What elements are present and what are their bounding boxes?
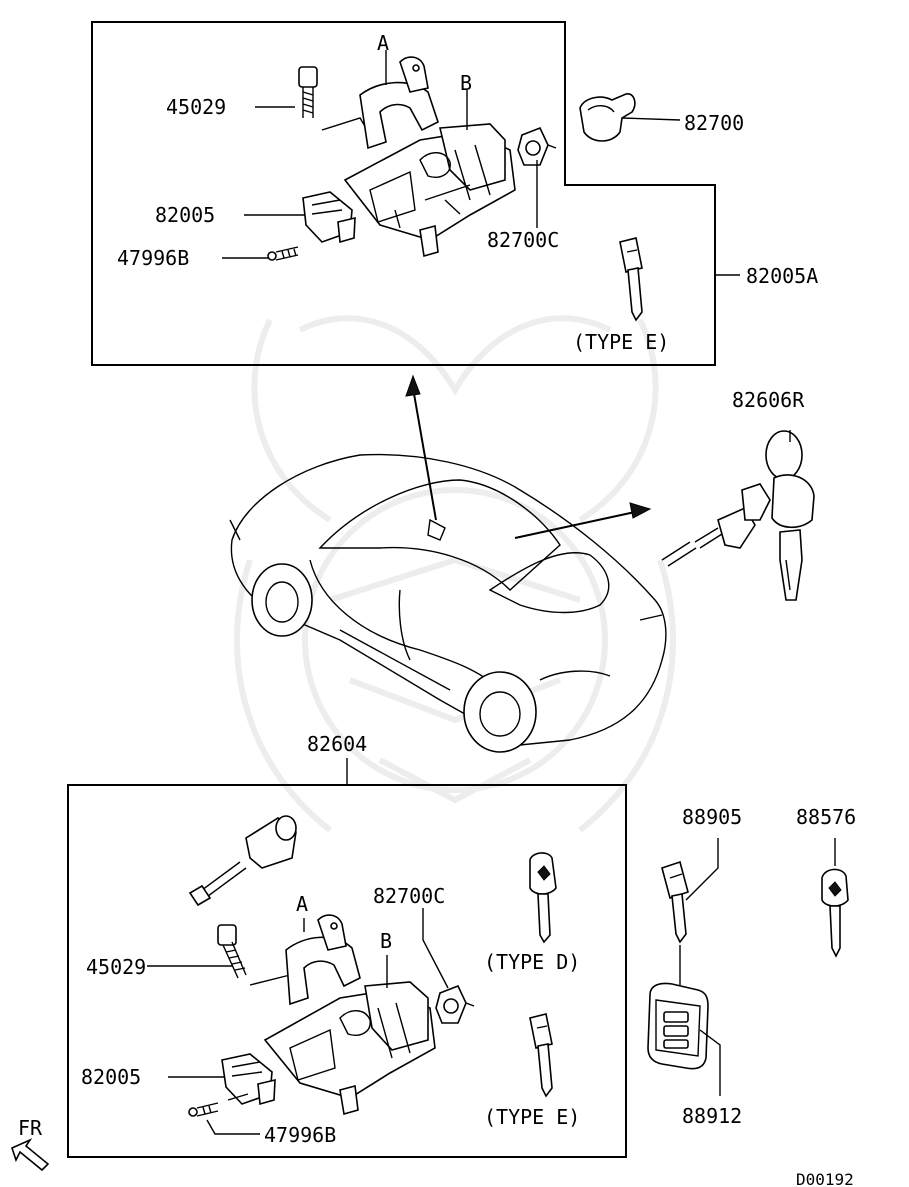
label-82700: 82700	[684, 111, 744, 135]
label-type-e-upper: (TYPE E)	[573, 330, 669, 354]
label-type-d: (TYPE D)	[484, 950, 580, 974]
smart-key-88912: 88912	[647, 982, 742, 1128]
label-45029-lower: 45029	[86, 955, 146, 979]
shear-bolt-45029-upper	[298, 66, 318, 118]
label-88912: 88912	[682, 1104, 742, 1128]
bracket-a-lower	[285, 914, 361, 1006]
label-82700c-upper: 82700C	[487, 228, 559, 252]
door-cylinder-lower	[188, 815, 297, 907]
ignition-switch-82005-upper	[302, 191, 356, 244]
label-b-upper: B	[460, 71, 472, 95]
key-88576: 88576	[796, 805, 856, 958]
screw-47996b-upper	[267, 246, 299, 261]
label-a-lower: A	[296, 892, 308, 916]
ring-82700c-upper	[517, 126, 557, 166]
watermark-emblem	[234, 315, 676, 833]
label-82700c-lower: 82700C	[373, 884, 445, 908]
label-b-lower: B	[380, 929, 392, 953]
part-82700: 82700	[579, 93, 744, 142]
arrow-to-door-lock	[514, 502, 652, 539]
label-88905: 88905	[682, 805, 742, 829]
shear-bolt-45029-lower	[217, 924, 247, 979]
label-type-e-lower: (TYPE E)	[484, 1105, 580, 1129]
key-type-e-lower	[529, 1013, 553, 1098]
label-47996b-upper: 47996B	[117, 246, 189, 270]
upper-assembly-frame	[91, 21, 716, 366]
steering-lock-body-upper	[343, 123, 516, 258]
steering-lock-body-lower	[263, 981, 436, 1116]
screw-47996b-lower	[188, 1102, 219, 1117]
label-82005-upper: 82005	[155, 203, 215, 227]
upper-assembly: 45029 A B 82005 47996B 82700C 82005A (TY…	[91, 21, 818, 366]
arrow-to-upper-assembly	[405, 374, 437, 521]
label-82604: 82604	[307, 732, 367, 756]
label-47996b-lower: 47996B	[264, 1123, 336, 1147]
door-lock-cylinder-82606r: 82606R	[661, 388, 815, 601]
label-82606r: 82606R	[732, 388, 805, 412]
label-88576: 88576	[796, 805, 856, 829]
direction-label: FR	[18, 1116, 43, 1140]
ignition-switch-82005-lower	[221, 1053, 276, 1106]
label-45029-upper: 45029	[166, 95, 226, 119]
bracket-a-upper	[359, 56, 439, 150]
key-type-d	[529, 852, 557, 944]
key-type-e-upper	[619, 237, 643, 322]
diagram-code: D00192	[796, 1170, 854, 1187]
label-82005-lower: 82005	[81, 1065, 141, 1089]
label-a-upper: A	[377, 31, 389, 55]
key-88905: 88905	[661, 805, 742, 985]
label-82005a: 82005A	[746, 264, 818, 288]
vehicle-outline	[229, 453, 667, 753]
front-direction-indicator: FR	[11, 1116, 50, 1172]
ring-82700c-lower	[435, 984, 475, 1024]
lower-assembly: 82604	[67, 732, 627, 1158]
